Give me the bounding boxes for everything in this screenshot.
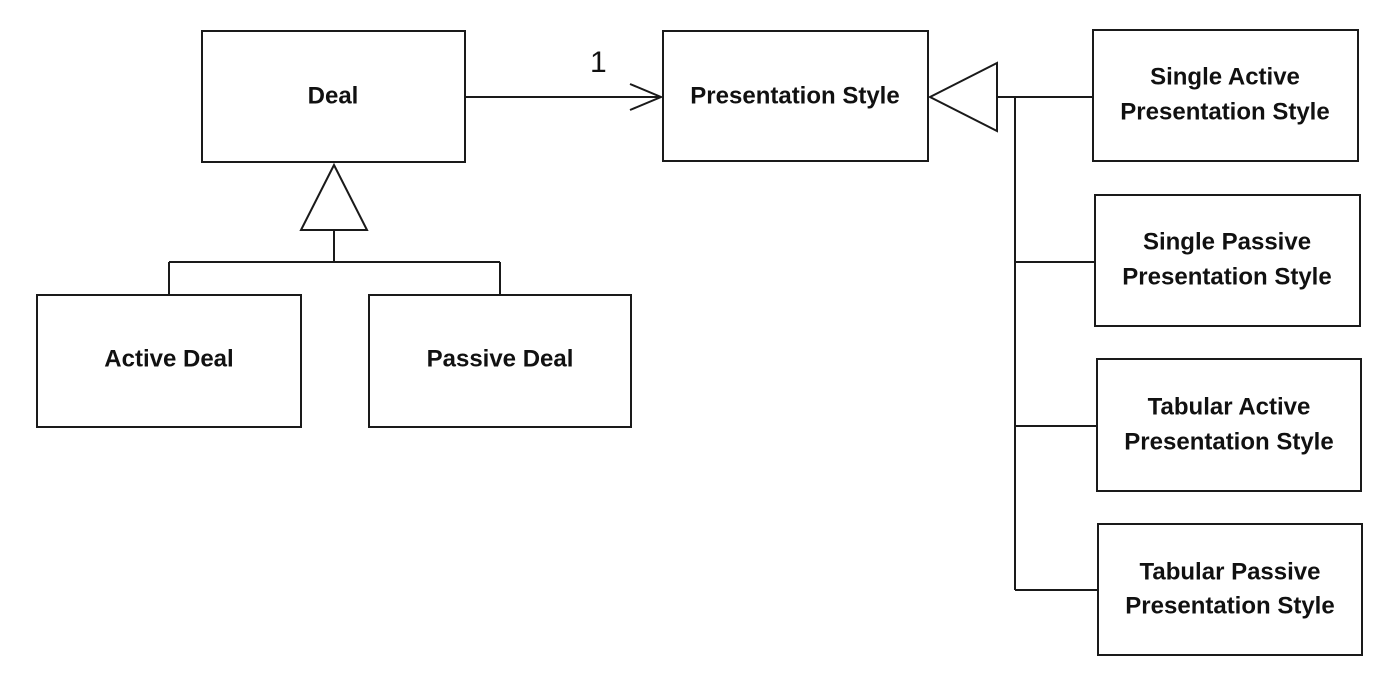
presentation-style-class-label: Presentation Style: [690, 82, 899, 109]
tabular-passive-presentation-style-box: Tabular Passive Presentation Style: [1097, 523, 1363, 656]
association-arrowhead: [629, 83, 664, 111]
active-deal-class-label: Active Deal: [104, 345, 233, 372]
single-active-label-line-2: Presentation Style: [1120, 98, 1329, 125]
single-active-label-line-1: Single Active: [1150, 63, 1300, 90]
passive-deal-class-label: Passive Deal: [427, 345, 574, 372]
passive-deal-class-box: Passive Deal: [368, 294, 632, 428]
tabular-active-presentation-style-box: Tabular Active Presentation Style: [1096, 358, 1362, 492]
tabular-passive-label-line-1: Tabular Passive: [1140, 558, 1321, 585]
presentation-style-class-box: Presentation Style: [662, 30, 929, 162]
tabular-active-label-line-1: Tabular Active: [1148, 393, 1311, 420]
single-passive-label-line-1: Single Passive: [1143, 228, 1311, 255]
deal-class-label: Deal: [308, 82, 359, 109]
single-active-presentation-style-box: Single Active Presentation Style: [1092, 29, 1359, 162]
single-passive-presentation-style-box: Single Passive Presentation Style: [1094, 194, 1361, 327]
deal-generalization-triangle: [299, 162, 369, 231]
association-multiplicity: 1: [590, 46, 607, 79]
single-passive-label-line-2: Presentation Style: [1122, 263, 1331, 290]
active-deal-class-box: Active Deal: [36, 294, 302, 428]
presentation-style-generalization-triangle: [927, 61, 998, 133]
deal-class-box: Deal: [201, 30, 466, 163]
tabular-active-label-line-2: Presentation Style: [1124, 428, 1333, 455]
tabular-passive-label-line-2: Presentation Style: [1125, 592, 1334, 619]
